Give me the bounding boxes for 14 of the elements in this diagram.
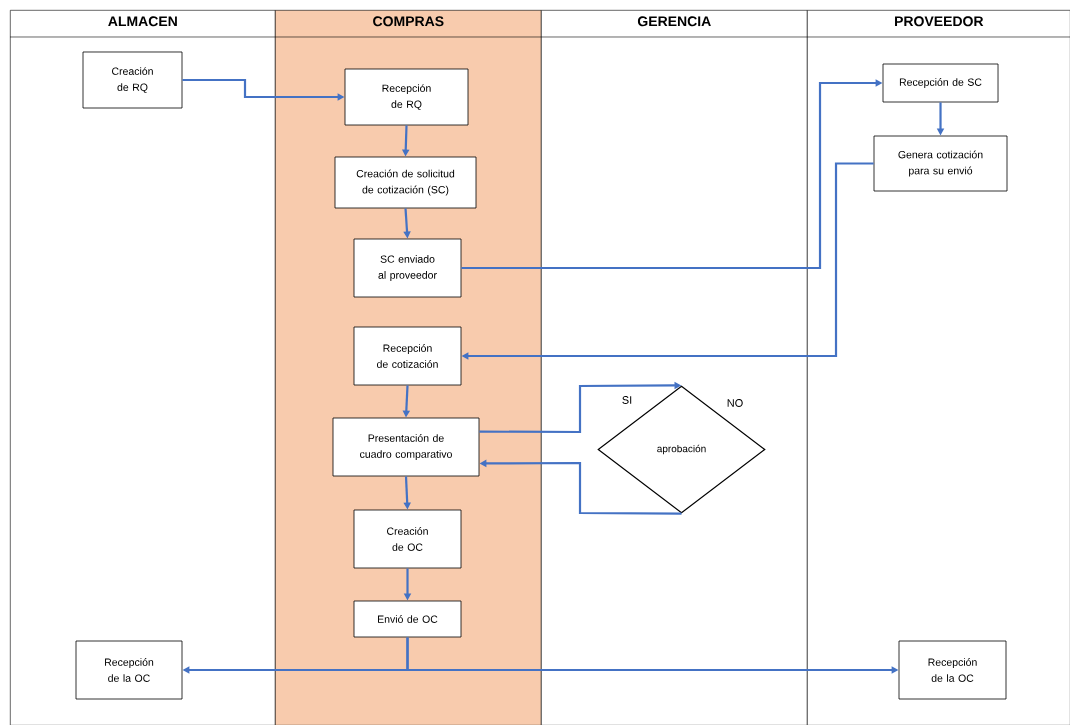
process-box: Envió de OC [353,600,462,638]
process-box: SC enviado al proveedor [353,238,462,298]
process-box: Recepción de cotización [353,326,462,386]
process-box: Recepción de SC [882,63,999,103]
edge-label: SI [620,395,634,405]
process-box: Recepción de la OC [898,640,1007,700]
process-box: Genera cotización para su envió [873,135,1008,192]
branch-label: NO [727,399,743,407]
process-box: Creación de solicitud de cotización (SC) [334,156,477,209]
process-box: Creación de RQ [82,51,183,109]
process-box: Recepción de RQ [344,68,469,126]
process-box: Recepción de la OC [75,640,183,700]
process-box: Presentación de cuadro comparativo [332,417,480,477]
process-box: Creación de OC [353,509,462,569]
